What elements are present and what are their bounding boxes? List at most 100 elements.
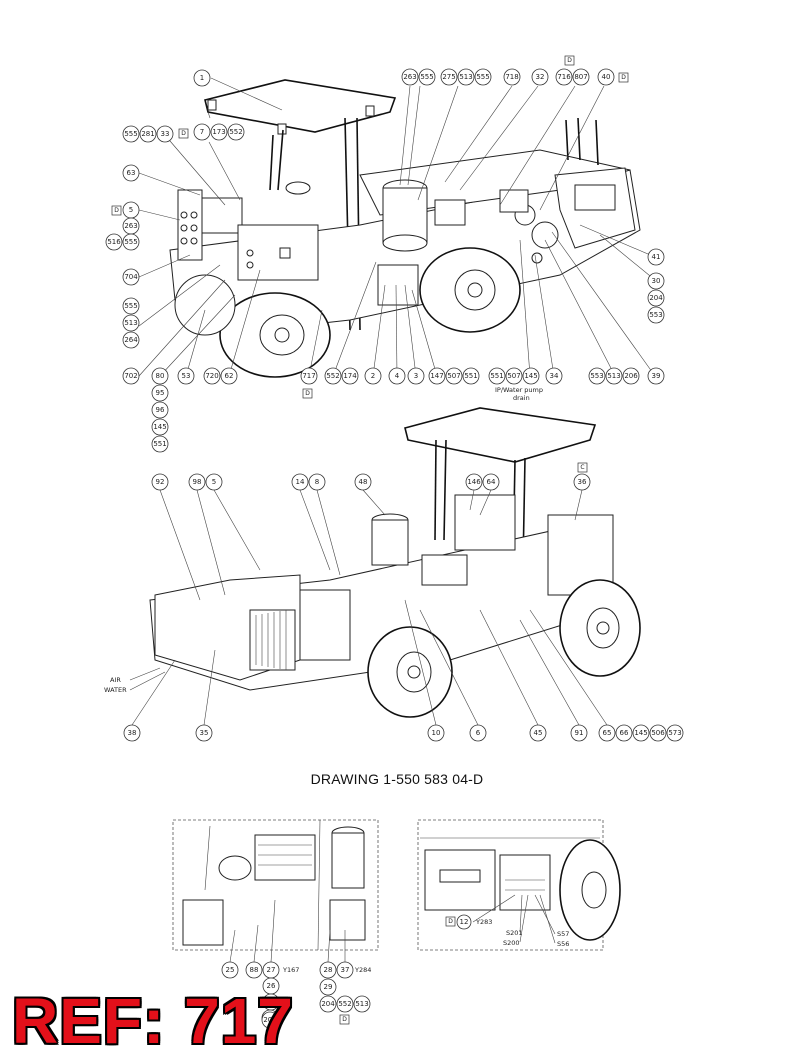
svg-text:63: 63 — [127, 169, 136, 177]
svg-text:64: 64 — [487, 478, 496, 486]
callout: 145 — [522, 367, 540, 385]
callout: 513 — [122, 314, 140, 332]
svg-text:12: 12 — [460, 918, 469, 926]
svg-text:65: 65 — [603, 729, 612, 737]
svg-text:88: 88 — [250, 966, 259, 974]
callout: 204 — [647, 289, 665, 307]
svg-text:96: 96 — [156, 406, 165, 414]
callout: 7 — [193, 123, 211, 141]
svg-text:8: 8 — [315, 478, 319, 486]
svg-text:145: 145 — [153, 423, 166, 431]
callout: 147 — [428, 367, 446, 385]
callout: 513 — [457, 68, 475, 86]
svg-text:30: 30 — [652, 277, 661, 285]
sensor-label: Y284 — [354, 966, 371, 974]
front-wheel — [367, 626, 453, 718]
note-text: IP/Water pump — [495, 386, 543, 394]
callout: 91 — [570, 724, 588, 742]
svg-text:552: 552 — [229, 128, 242, 136]
callout: 88 — [245, 961, 263, 979]
callout: 41 — [647, 248, 665, 266]
callout: 145 — [632, 724, 650, 742]
svg-text:38: 38 — [128, 729, 137, 737]
svg-text:264: 264 — [124, 336, 138, 344]
sensor-label: Y167 — [282, 966, 299, 974]
callout: 174 — [341, 367, 359, 385]
callout: 513 — [353, 995, 371, 1013]
callout: 64 — [482, 473, 500, 491]
callout: 66 — [615, 724, 633, 742]
svg-text:702: 702 — [124, 372, 137, 380]
callout: 204 — [261, 1011, 279, 1029]
callout: 45 — [529, 724, 547, 742]
svg-text:98: 98 — [193, 478, 202, 486]
svg-text:95: 95 — [156, 389, 165, 397]
callout: 8 — [308, 473, 326, 491]
svg-text:807: 807 — [574, 73, 587, 81]
callout: 98 — [188, 473, 206, 491]
svg-text:28: 28 — [324, 966, 333, 974]
svg-text:553: 553 — [649, 311, 662, 319]
svg-text:513: 513 — [459, 73, 472, 81]
callout: 717 — [300, 367, 318, 385]
svg-text:555: 555 — [124, 130, 137, 138]
svg-text:2: 2 — [371, 372, 375, 380]
callout: 27 — [262, 961, 280, 979]
callout: 38 — [123, 724, 141, 742]
detail-view-right: D 12 Y283 S201 S200 S57 S56 — [417, 819, 621, 951]
callout: 145 — [151, 418, 169, 436]
svg-text:27: 27 — [267, 966, 276, 974]
callout: 263 — [401, 68, 419, 86]
callout: 551 — [462, 367, 480, 385]
boxed-label: D — [178, 128, 189, 139]
svg-text:204: 204 — [649, 294, 663, 302]
svg-text:1: 1 — [200, 74, 204, 82]
callout: 39 — [647, 367, 665, 385]
svg-text:516: 516 — [107, 238, 121, 246]
callout: 555 — [474, 68, 492, 86]
sensor-label: S57 — [557, 930, 569, 938]
svg-text:513: 513 — [124, 319, 137, 327]
callout: 704 — [122, 268, 140, 286]
svg-text:551: 551 — [464, 372, 477, 380]
svg-text:6: 6 — [476, 729, 481, 737]
svg-text:552: 552 — [338, 1000, 351, 1008]
callout: 513 — [605, 367, 623, 385]
svg-text:D: D — [448, 918, 453, 925]
svg-text:D: D — [342, 1016, 347, 1023]
svg-text:507: 507 — [447, 372, 460, 380]
sensor-label: Y283 — [475, 918, 492, 926]
callout: 555 — [122, 233, 140, 251]
svg-text:718: 718 — [505, 73, 518, 81]
svg-text:35: 35 — [200, 729, 209, 737]
svg-text:10: 10 — [432, 729, 441, 737]
callout: 506 — [649, 724, 667, 742]
callout: 48 — [354, 473, 372, 491]
svg-text:275: 275 — [442, 73, 455, 81]
svg-text:555: 555 — [124, 238, 137, 246]
svg-text:704: 704 — [124, 273, 138, 281]
svg-text:3: 3 — [414, 372, 418, 380]
svg-text:145: 145 — [524, 372, 537, 380]
callout: 32 — [531, 68, 549, 86]
water-label: WATER — [104, 686, 127, 694]
callout: 96 — [151, 401, 169, 419]
callout: 34 — [545, 367, 563, 385]
machine-view-1: 1 263 555 275 513 555 718 32 716 807 40 … — [105, 55, 665, 453]
callout: 204 — [319, 995, 337, 1013]
callout: 507 — [445, 367, 463, 385]
callout: 555 — [122, 125, 140, 143]
callout: 507 — [505, 367, 523, 385]
callout: 29 — [319, 978, 337, 996]
boxed-label: D — [445, 916, 456, 927]
boxed-label: D — [302, 388, 313, 399]
svg-text:552: 552 — [326, 372, 339, 380]
radiator-grille — [255, 610, 287, 670]
svg-text:281: 281 — [141, 130, 154, 138]
callout: 555 — [418, 68, 436, 86]
svg-text:39: 39 — [652, 372, 661, 380]
svg-text:506: 506 — [651, 729, 665, 737]
svg-text:32: 32 — [536, 73, 545, 81]
